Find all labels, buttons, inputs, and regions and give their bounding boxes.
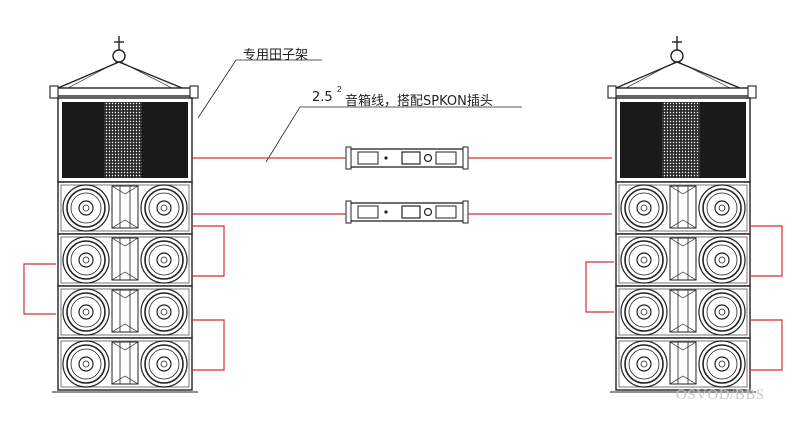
high-frequency-horn-icon [111, 185, 139, 229]
woofer-driver-icon [698, 184, 746, 232]
woofer-driver-icon [698, 236, 746, 284]
woofer-driver-icon [698, 288, 746, 336]
speaker-cable [192, 319, 225, 371]
mid-high-cabinet [615, 233, 751, 287]
grid-frame [53, 87, 195, 97]
woofer-driver-icon [620, 340, 668, 388]
speaker-cables [23, 157, 783, 371]
high-frequency-horn-icon [111, 289, 139, 333]
woofer-driver-icon [62, 236, 110, 284]
woofer-driver-icon [620, 288, 668, 336]
high-frequency-horn-icon [669, 289, 697, 333]
rigging-frame [607, 36, 757, 99]
display-window [435, 205, 457, 219]
perforated-grille [662, 102, 700, 178]
line-array-left [49, 36, 199, 393]
knob-icon [423, 153, 433, 163]
high-frequency-horn-icon [669, 237, 697, 281]
cable-description-label: 音箱线，搭配SPKON插头 [345, 94, 493, 109]
mid-high-cabinet [615, 285, 751, 339]
mid-high-cabinet [57, 285, 193, 339]
cable-leader-line [265, 106, 522, 163]
woofer-driver-icon [620, 236, 668, 284]
display-window [357, 205, 379, 219]
mid-high-cabinet [615, 181, 751, 235]
high-frequency-horn-icon [669, 185, 697, 229]
mid-high-cabinet [57, 233, 193, 287]
speaker-cable [192, 225, 225, 277]
rig-frame-leader-line [197, 59, 322, 119]
woofer-driver-icon [140, 288, 188, 336]
display-window [357, 151, 379, 165]
cable-size-superscript: 2 [337, 85, 342, 94]
woofer-driver-icon [62, 184, 110, 232]
high-frequency-horn-icon [111, 341, 139, 385]
speaker-cable [23, 263, 56, 315]
mid-high-cabinet [57, 337, 193, 391]
grille-panel [700, 102, 746, 178]
mid-high-cabinet [615, 337, 751, 391]
woofer-driver-icon [620, 184, 668, 232]
speaker-cable [585, 261, 614, 313]
rig-frame-label: 专用田子架 [243, 48, 309, 63]
chain-line [615, 61, 741, 89]
power-amplifier-icon [345, 146, 469, 170]
rigging-frame [49, 36, 199, 99]
line-array-right [607, 36, 757, 393]
grille-panel [62, 102, 104, 178]
display-window [435, 151, 457, 165]
high-frequency-horn-icon [669, 341, 697, 385]
speaker-cable [750, 225, 783, 277]
high-frequency-horn-icon [111, 237, 139, 281]
subwoofer-cabinet [57, 97, 193, 183]
control-panel [401, 205, 421, 219]
cable-size-label: 2.5 [312, 90, 333, 105]
mid-high-cabinet [57, 181, 193, 235]
subwoofer-cabinet [615, 97, 751, 183]
grid-frame [611, 87, 753, 97]
grille-panel [620, 102, 662, 178]
woofer-driver-icon [140, 340, 188, 388]
knob-icon [423, 207, 433, 217]
watermark: OSVOD/BBS [676, 387, 765, 403]
grille-panel [142, 102, 188, 178]
power-amplifier-icon [345, 200, 469, 224]
control-panel [401, 151, 421, 165]
perforated-grille [104, 102, 142, 178]
woofer-driver-icon [62, 340, 110, 388]
woofer-driver-icon [698, 340, 746, 388]
woofer-driver-icon [62, 288, 110, 336]
chain-line [57, 61, 183, 89]
woofer-driver-icon [140, 236, 188, 284]
woofer-driver-icon [140, 184, 188, 232]
speaker-cable [750, 319, 783, 371]
